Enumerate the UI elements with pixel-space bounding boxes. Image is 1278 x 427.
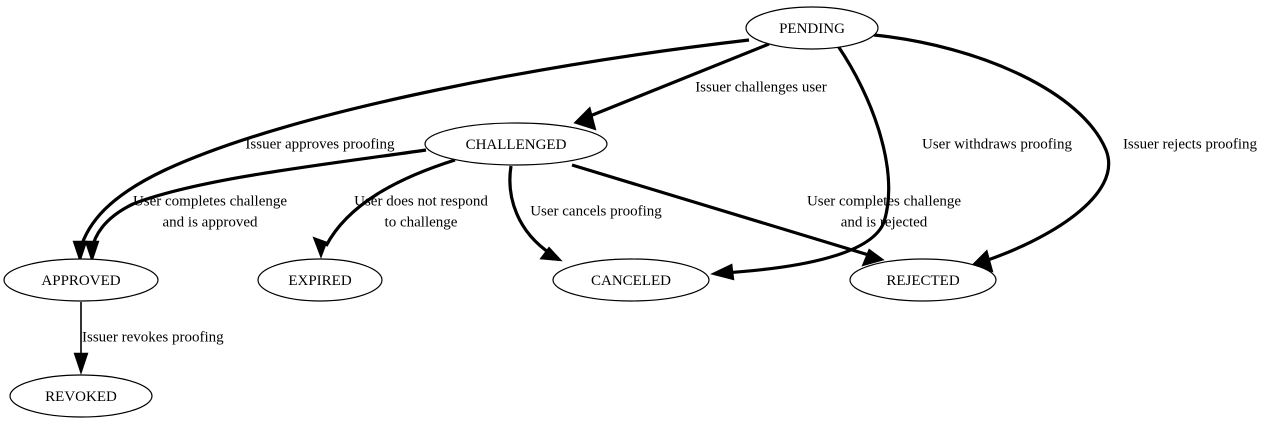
edge-pending-rejected[interactable] [873, 33, 1111, 273]
edge-pending-challenged-arrowhead [573, 106, 597, 131]
node-approved-label: APPROVED [41, 273, 120, 289]
edge-challenged-expired-arrowhead [312, 236, 328, 259]
edge-challenged-canceled[interactable] [508, 165, 563, 262]
edge-challenged-canceled-path [508, 165, 552, 256]
edge-pending-canceled[interactable] [710, 45, 891, 281]
edge-label-user-completes-challenge-approved: User completes challenge and is approved [133, 193, 287, 230]
node-rejected-shape [849, 258, 997, 302]
node-challenged[interactable]: CHALLENGED [424, 122, 608, 166]
node-rejected-label: REJECTED [886, 273, 959, 289]
node-rejected[interactable]: REJECTED [849, 258, 997, 302]
node-challenged-shape [424, 122, 608, 166]
edge-label-issuer-approves-proofing: Issuer approves proofing [245, 136, 395, 152]
edge-label-issuer-revokes-proofing: Issuer revokes proofing [82, 329, 224, 345]
edge-label-user-completes-challenge-rejected: User completes challenge and is rejected [807, 193, 961, 230]
edge-challenged-expired[interactable] [312, 158, 456, 259]
edge-challenged-expired-path [324, 158, 456, 247]
node-revoked[interactable]: REVOKED [9, 374, 153, 418]
edge-pending-rejected-path [873, 33, 1111, 264]
edge-label-line-1: User does not respond [354, 193, 488, 209]
edge-label-line-1: User completes challenge [133, 193, 287, 209]
edge-pending-challenged-path [584, 42, 770, 120]
node-canceled-label: CANCELED [591, 273, 671, 289]
edge-challenged-approved-path [90, 148, 427, 251]
node-approved[interactable]: APPROVED [3, 258, 159, 302]
node-approved-shape [3, 258, 159, 302]
edge-label-line-2: and is approved [163, 214, 258, 230]
edge-pending-challenged[interactable] [573, 42, 770, 131]
edge-label-issuer-challenges-user: Issuer challenges user [695, 79, 827, 95]
edge-label-line-2: to challenge [385, 214, 458, 230]
node-pending-label: PENDING [779, 21, 845, 37]
node-pending[interactable]: PENDING [745, 6, 879, 50]
edge-pending-canceled-arrowhead [710, 263, 735, 281]
node-canceled-shape [552, 258, 710, 302]
edge-pending-canceled-path [722, 45, 891, 275]
node-pending-shape [745, 6, 879, 50]
node-expired-shape [257, 258, 383, 302]
node-revoked-label: REVOKED [45, 389, 117, 405]
node-expired-label: EXPIRED [288, 273, 352, 289]
edge-label-line-1: User completes challenge [807, 193, 961, 209]
edge-challenged-rejected-arrowhead [861, 248, 885, 267]
edge-label-user-cancels-proofing: User cancels proofing [530, 203, 662, 219]
edge-pending-approved[interactable] [72, 38, 750, 263]
edge-label-user-withdraws-proofing: User withdraws proofing [922, 136, 1072, 152]
edge-challenged-canceled-arrowhead [539, 246, 563, 262]
edge-pending-approved-arrowhead [72, 240, 88, 263]
edge-label-line-2: and is rejected [841, 214, 928, 230]
edge-challenged-approved[interactable] [84, 148, 427, 263]
edge-label-issuer-rejects-proofing: Issuer rejects proofing [1123, 136, 1258, 152]
edge-challenged-approved-arrowhead [84, 240, 100, 263]
node-canceled[interactable]: CANCELED [552, 258, 710, 302]
edge-pending-approved-path [78, 38, 750, 251]
edge-approved-revoked[interactable] [73, 302, 89, 375]
edge-approved-revoked-arrowhead [73, 352, 89, 375]
node-revoked-shape [9, 374, 153, 418]
edge-challenged-rejected-path [571, 163, 873, 258]
node-challenged-label: CHALLENGED [466, 137, 567, 153]
edge-label-user-does-not-respond: User does not respond to challenge [354, 193, 488, 230]
node-expired[interactable]: EXPIRED [257, 258, 383, 302]
edge-challenged-rejected[interactable] [571, 163, 885, 267]
